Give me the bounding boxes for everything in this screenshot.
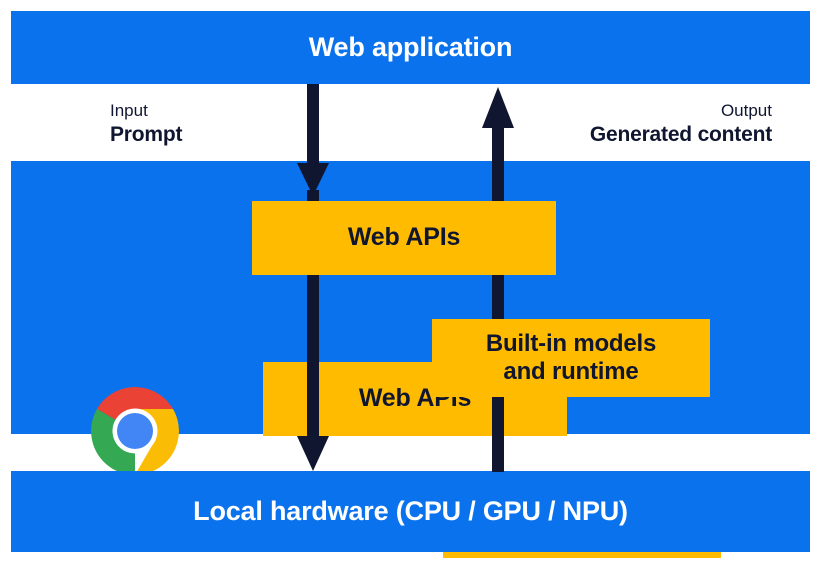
box-web-apis-overlay-label: Web APIs <box>347 223 461 252</box>
flow-label-output: Output Generated content <box>590 100 772 149</box>
band-local-hardware: Local hardware (CPU / GPU / NPU) <box>11 471 810 552</box>
band-web-application-label: Web application <box>308 32 513 62</box>
box-web-apis-overlay: Web APIs <box>252 201 556 275</box>
box-builtin-models-overlay-line1: Built-in models <box>485 329 657 357</box>
box-builtin-models-overlay: Built-in models and runtime <box>432 319 710 397</box>
flow-label-input-value: Prompt <box>110 123 183 147</box>
flow-label-input-kicker: Input <box>110 101 148 120</box>
box-builtin-models-overlay-line2: and runtime <box>503 358 639 385</box>
chrome-logo-icon <box>91 387 179 475</box>
flow-label-output-value: Generated content <box>589 123 772 147</box>
band-web-application: Web application <box>11 11 810 84</box>
flow-label-input: Input Prompt <box>110 100 183 149</box>
box-builtin-models-overlay-label: Built-in models and runtime <box>485 329 657 387</box>
flow-label-output-kicker: Output <box>720 101 772 120</box>
band-local-hardware-label: Local hardware (CPU / GPU / NPU) <box>193 496 628 526</box>
